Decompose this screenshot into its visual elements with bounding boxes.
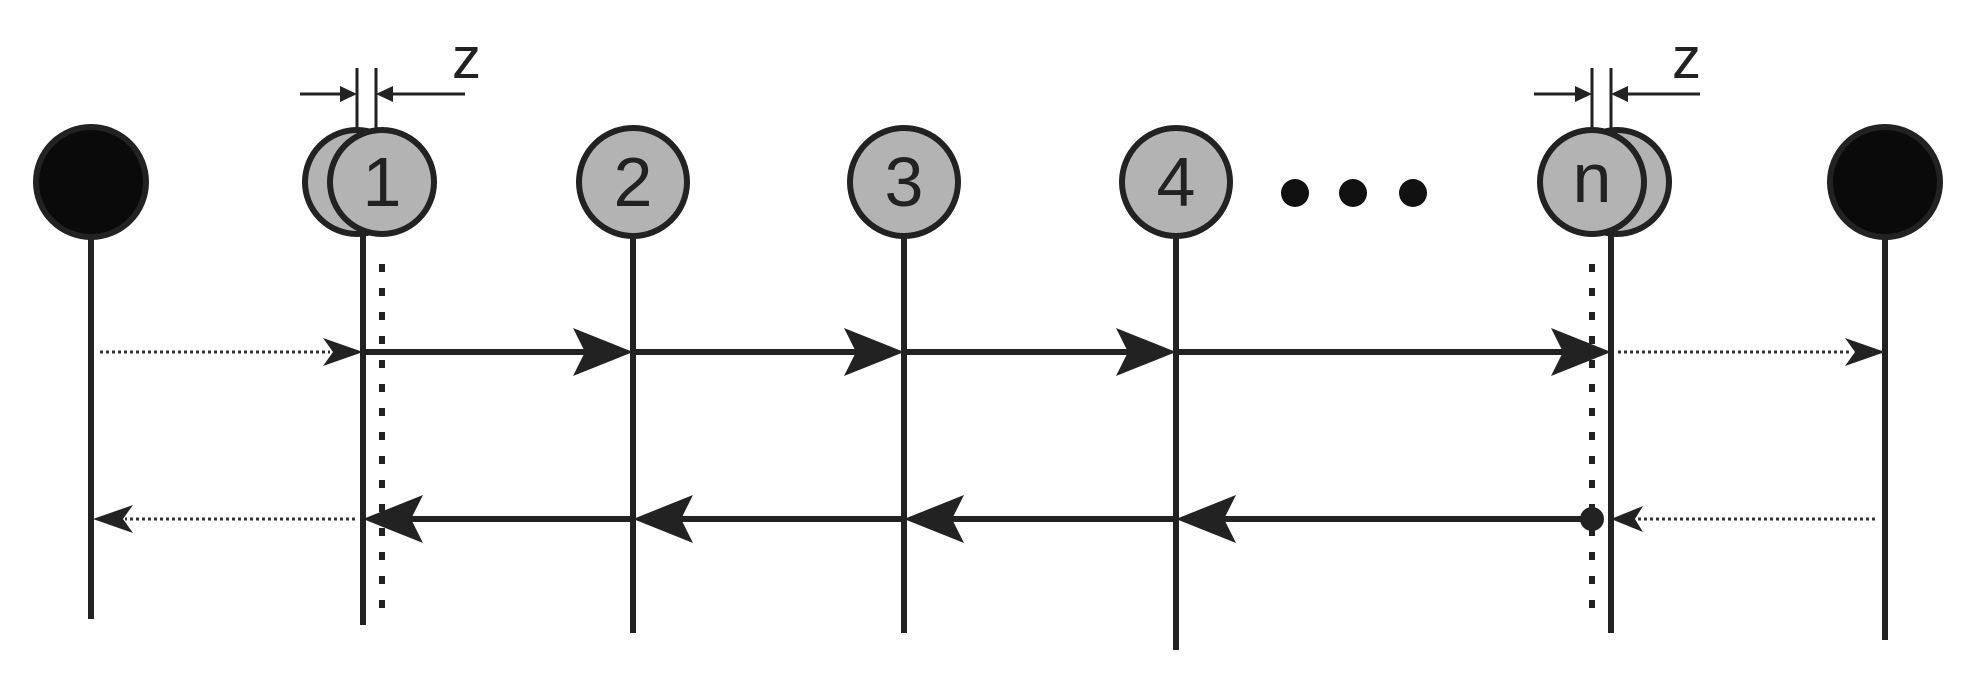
node-2: 2 bbox=[576, 125, 690, 239]
offset-lifelines bbox=[379, 264, 1595, 608]
backward-dotted-arrowhead-left bbox=[93, 505, 133, 533]
forward-dotted-arrowhead-left bbox=[323, 338, 363, 366]
backward-arrowhead-1 bbox=[363, 495, 423, 543]
node-3-circle bbox=[847, 125, 961, 239]
offset-marker-right-arrowhead-in bbox=[1575, 86, 1592, 102]
backward-arrowhead-3 bbox=[904, 495, 964, 543]
node-4: 4 bbox=[1119, 125, 1233, 239]
offset-marker-right bbox=[1534, 68, 1700, 130]
left-end-node bbox=[33, 124, 149, 240]
offset-label-right: z bbox=[1672, 26, 1701, 91]
backward-messages bbox=[93, 495, 1875, 543]
ellipsis-dot-2 bbox=[1339, 179, 1367, 207]
node-1-label: 1 bbox=[363, 143, 402, 221]
forward-arrowhead-n bbox=[1551, 328, 1611, 376]
ellipsis-dot-3 bbox=[1399, 179, 1427, 207]
node-4-label: 4 bbox=[1157, 143, 1196, 221]
node-2-circle bbox=[576, 125, 690, 239]
node-n: n bbox=[1537, 127, 1672, 237]
offset-marker-left-arrowhead-out bbox=[376, 86, 393, 102]
offset-marker-left-arrowhead-in bbox=[340, 86, 357, 102]
forward-arrowhead-4 bbox=[1116, 328, 1176, 376]
node-2-label: 2 bbox=[614, 143, 653, 221]
forward-arrowhead-3 bbox=[844, 328, 904, 376]
backward-arrowhead-2 bbox=[633, 495, 693, 543]
offset-label-left: z bbox=[452, 26, 481, 91]
forward-messages bbox=[100, 328, 1885, 376]
node-1-circle bbox=[327, 127, 437, 237]
node-4-circle bbox=[1119, 125, 1233, 239]
offset-marker-right-arrowhead-out bbox=[1611, 86, 1628, 102]
forward-dotted-arrowhead-right bbox=[1845, 338, 1885, 366]
ellipsis bbox=[1281, 179, 1427, 207]
node-3: 3 bbox=[847, 125, 961, 239]
forward-arrowhead-2 bbox=[573, 328, 633, 376]
backward-arrowhead-4 bbox=[1176, 495, 1236, 543]
node-1: 1 bbox=[302, 127, 437, 237]
node-n-label: n bbox=[1573, 139, 1612, 217]
ellipsis-dot-1 bbox=[1281, 179, 1309, 207]
lifelines bbox=[88, 236, 1888, 650]
offset-marker-left bbox=[300, 68, 465, 130]
right-end-node bbox=[1827, 124, 1943, 240]
backward-dotted-arrowhead-right bbox=[1611, 506, 1643, 532]
node-3-label: 3 bbox=[885, 143, 924, 221]
